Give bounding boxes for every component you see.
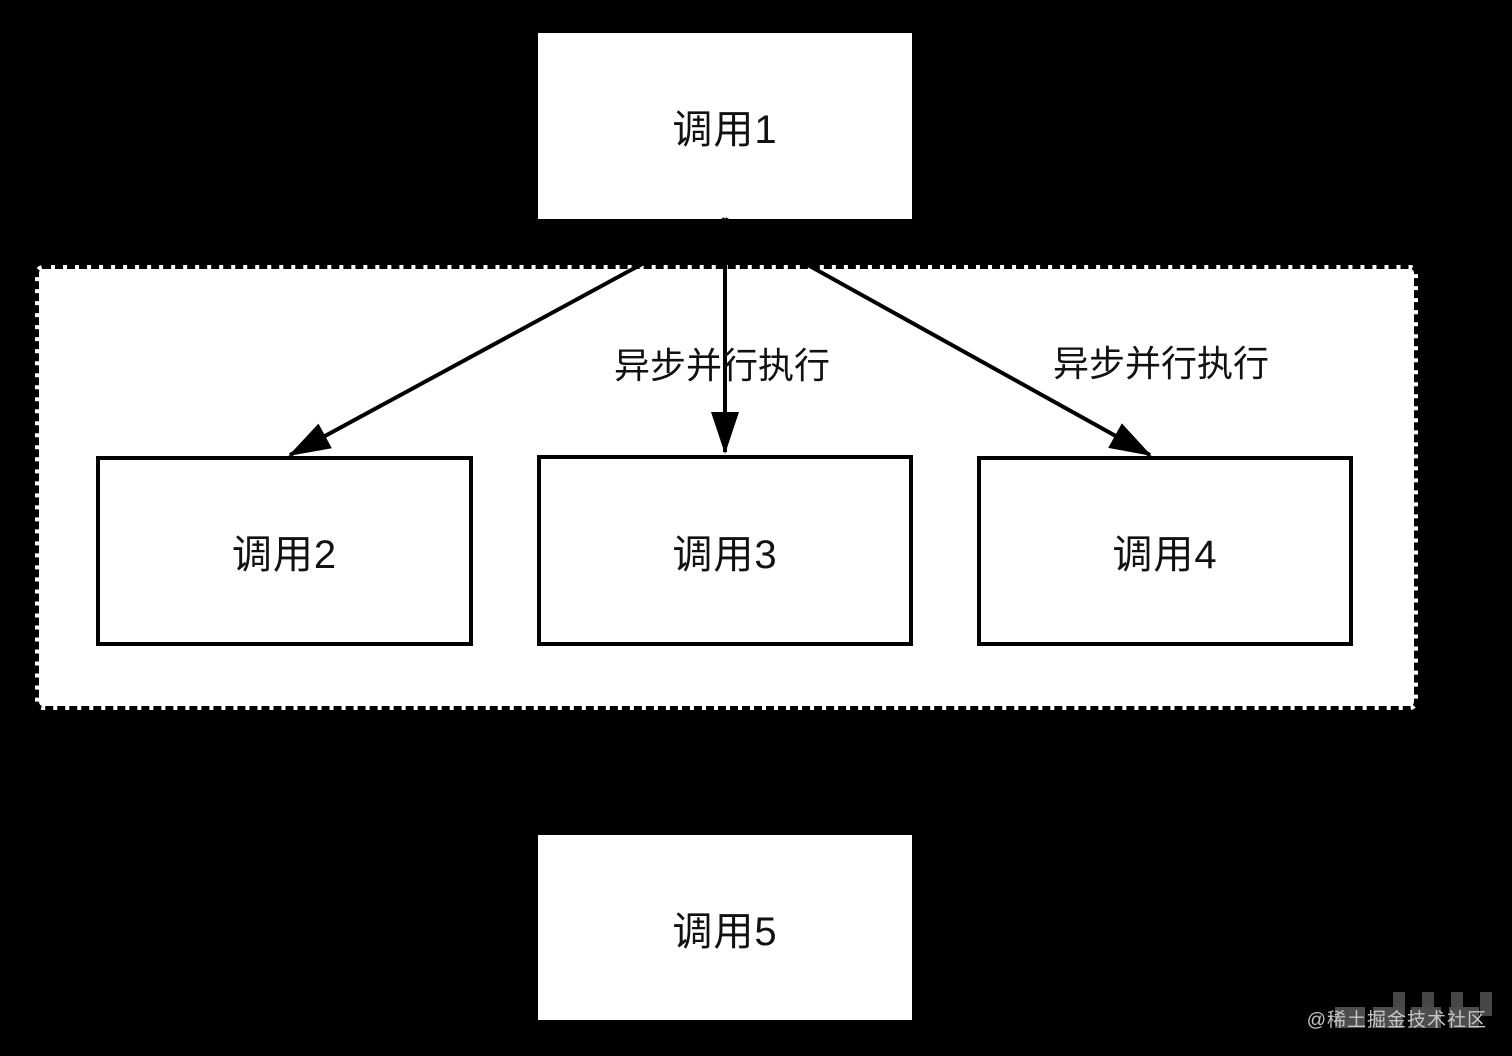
watermark-text: @稀土掘金技术社区 (1306, 1010, 1487, 1031)
watermark-ghost-block (1335, 1007, 1365, 1028)
watermark-ghost-block (1373, 1007, 1403, 1028)
node-call4: 调用4 (977, 456, 1353, 646)
node-call2-label: 调用2 (231, 533, 338, 577)
node-call5-label: 调用5 (672, 909, 778, 954)
node-call5: 调用5 (538, 835, 912, 1020)
node-call1: 调用1 (538, 33, 912, 219)
edge-label-async-parallel-mid: 异步并行执行 (613, 345, 831, 386)
watermark-ghost-block (1411, 1007, 1441, 1028)
watermark-bar (1480, 992, 1492, 1016)
watermark: @稀土掘金技术社区 (1307, 1005, 1487, 1032)
node-call2: 调用2 (96, 456, 473, 646)
watermark-ghost-blocks (1335, 1007, 1479, 1028)
watermark-ghost-block (1449, 1007, 1479, 1028)
node-call4-label: 调用4 (1112, 533, 1218, 577)
node-call3-label: 调用3 (672, 532, 778, 577)
edge-label-async-parallel-right: 异步并行执行 (1052, 343, 1270, 384)
node-call1-label: 调用1 (672, 108, 778, 152)
node-call3: 调用3 (537, 455, 913, 646)
